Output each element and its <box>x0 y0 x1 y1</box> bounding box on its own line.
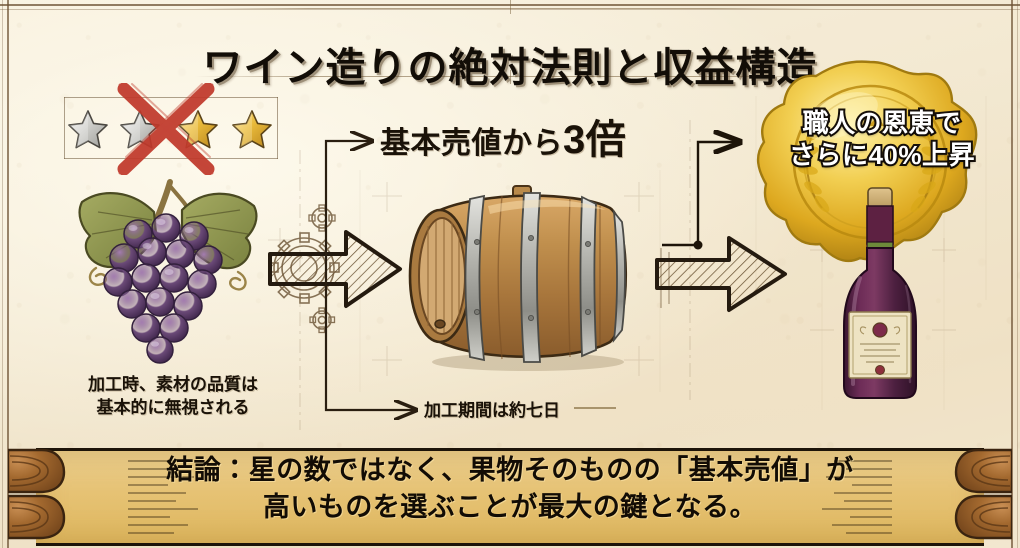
banner-fold-shading <box>128 460 892 534</box>
craftsman-bonus-headline: 職人の恩恵で さらに40%上昇 <box>744 106 1020 172</box>
star-icon-silver-1 <box>68 110 108 149</box>
wine-bottle-icon <box>843 187 917 399</box>
scroll-roll-right-icon <box>954 448 1012 540</box>
page-title: ワイン造りの絶対法則と収益構造 <box>202 45 818 90</box>
material-caption-line-2: 基本的に無視される <box>96 397 250 417</box>
oak-barrel-icon <box>408 185 628 371</box>
banner-plate <box>36 448 984 546</box>
conclusion-banner: 結論：星の数ではなく、果物そのものの「基本売値」が 高いものを選ぶことが最大の鍵… <box>0 440 1020 548</box>
conclusion-line-1: 結論：星の数ではなく、果物そのものの「基本売値」が <box>166 455 854 485</box>
bonus-line-1: 職人の恩恵で <box>800 106 963 140</box>
material-caption-line-1: 加工時、素材の品質は <box>88 375 258 394</box>
scroll-roll-left-icon <box>8 448 66 540</box>
red-x-cross-icon <box>117 83 215 175</box>
hatched-right-arrow-icon-2 <box>655 236 787 312</box>
conclusion-line-2: 高いものを選ぶことが最大の鍵となる。 <box>262 492 758 523</box>
star-box-top <box>64 97 278 98</box>
star-box-right <box>277 97 278 159</box>
star-icon-gold-3 <box>178 110 218 149</box>
quality-star-rating <box>56 83 286 175</box>
multiplier-prefix: 基本売値から <box>380 127 563 160</box>
bonus-line-2: さらに40%上昇 <box>787 138 977 172</box>
star-icon-gold-4 <box>232 110 272 149</box>
conclusion-text: 結論：星の数ではなく、果物そのものの「基本売値」が 高いものを選ぶことが最大の鍵… <box>70 452 950 527</box>
gold-wax-seal-icon <box>756 60 978 263</box>
star-box-bottom <box>64 158 278 159</box>
multiplier-value: 3倍 <box>563 118 627 162</box>
title-tick-bottom <box>510 70 511 84</box>
process-multiplier-headline: 基本売値から3倍 <box>380 118 626 162</box>
title-tick-top <box>510 0 511 14</box>
processing-duration-caption: 加工期間は約七日 <box>424 401 560 420</box>
grape-cluster-icon <box>78 179 258 364</box>
material-quality-caption: 加工時、素材の品質は 基本的に無視される <box>38 374 308 420</box>
star-box-left <box>64 97 65 159</box>
title-band <box>0 0 1020 84</box>
